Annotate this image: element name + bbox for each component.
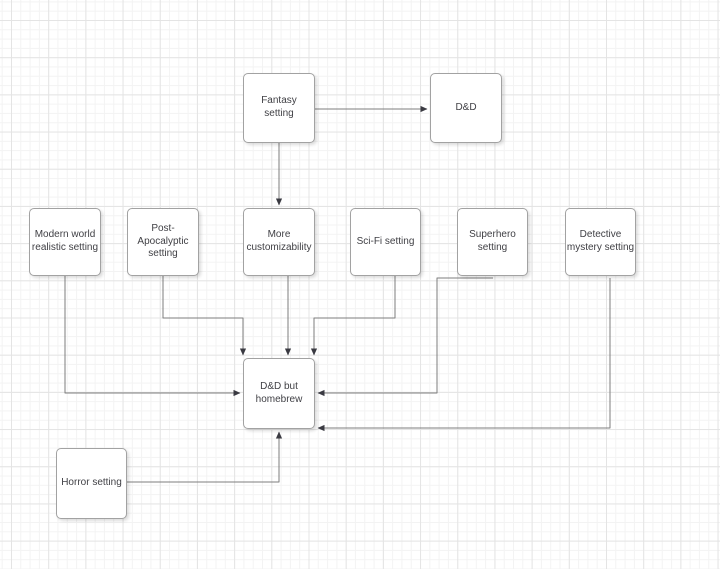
node-label-more-customizability: More customizability (246, 229, 312, 253)
node-dnd[interactable]: D&D (430, 73, 502, 143)
edge-horror-to-homebrew[interactable] (127, 431, 283, 483)
node-dnd-homebrew[interactable]: D&D but homebrew (243, 358, 315, 429)
node-modern-world[interactable]: Modern world realistic setting (29, 208, 101, 276)
node-label-post-apocalyptic: Post-Apocalyptic setting (137, 222, 189, 260)
node-fantasy-setting[interactable]: Fantasy setting (243, 73, 315, 143)
node-more-customizability[interactable]: More customizability (243, 208, 315, 276)
node-label-fantasy-setting: Fantasy setting (261, 95, 297, 119)
node-label-modern-world: Modern world realistic setting (31, 229, 99, 253)
node-post-apocalyptic[interactable]: Post-Apocalyptic setting (127, 208, 199, 276)
node-superhero[interactable]: Superhero setting (457, 208, 528, 276)
edge-modern-to-homebrew[interactable] (64, 276, 241, 397)
node-detective-mystery[interactable]: Detective mystery setting (565, 208, 636, 276)
edge-detective-to-homebrew[interactable] (317, 278, 611, 432)
edge-postapoc-to-homebrew[interactable] (162, 276, 247, 356)
edge-scifi-to-homebrew[interactable] (310, 276, 396, 356)
node-sci-fi[interactable]: Sci-Fi setting (350, 208, 421, 276)
node-label-sci-fi: Sci-Fi setting (356, 235, 415, 247)
node-label-superhero: Superhero setting (469, 229, 516, 253)
node-label-dnd-homebrew: D&D but homebrew (255, 380, 303, 405)
node-label-horror: Horror setting (61, 477, 122, 489)
edge-superhero-to-homebrew[interactable] (317, 277, 493, 397)
node-label-detective-mystery: Detective mystery setting (566, 229, 635, 253)
node-horror[interactable]: Horror setting (56, 448, 127, 519)
node-label-dnd: D&D (455, 101, 477, 113)
